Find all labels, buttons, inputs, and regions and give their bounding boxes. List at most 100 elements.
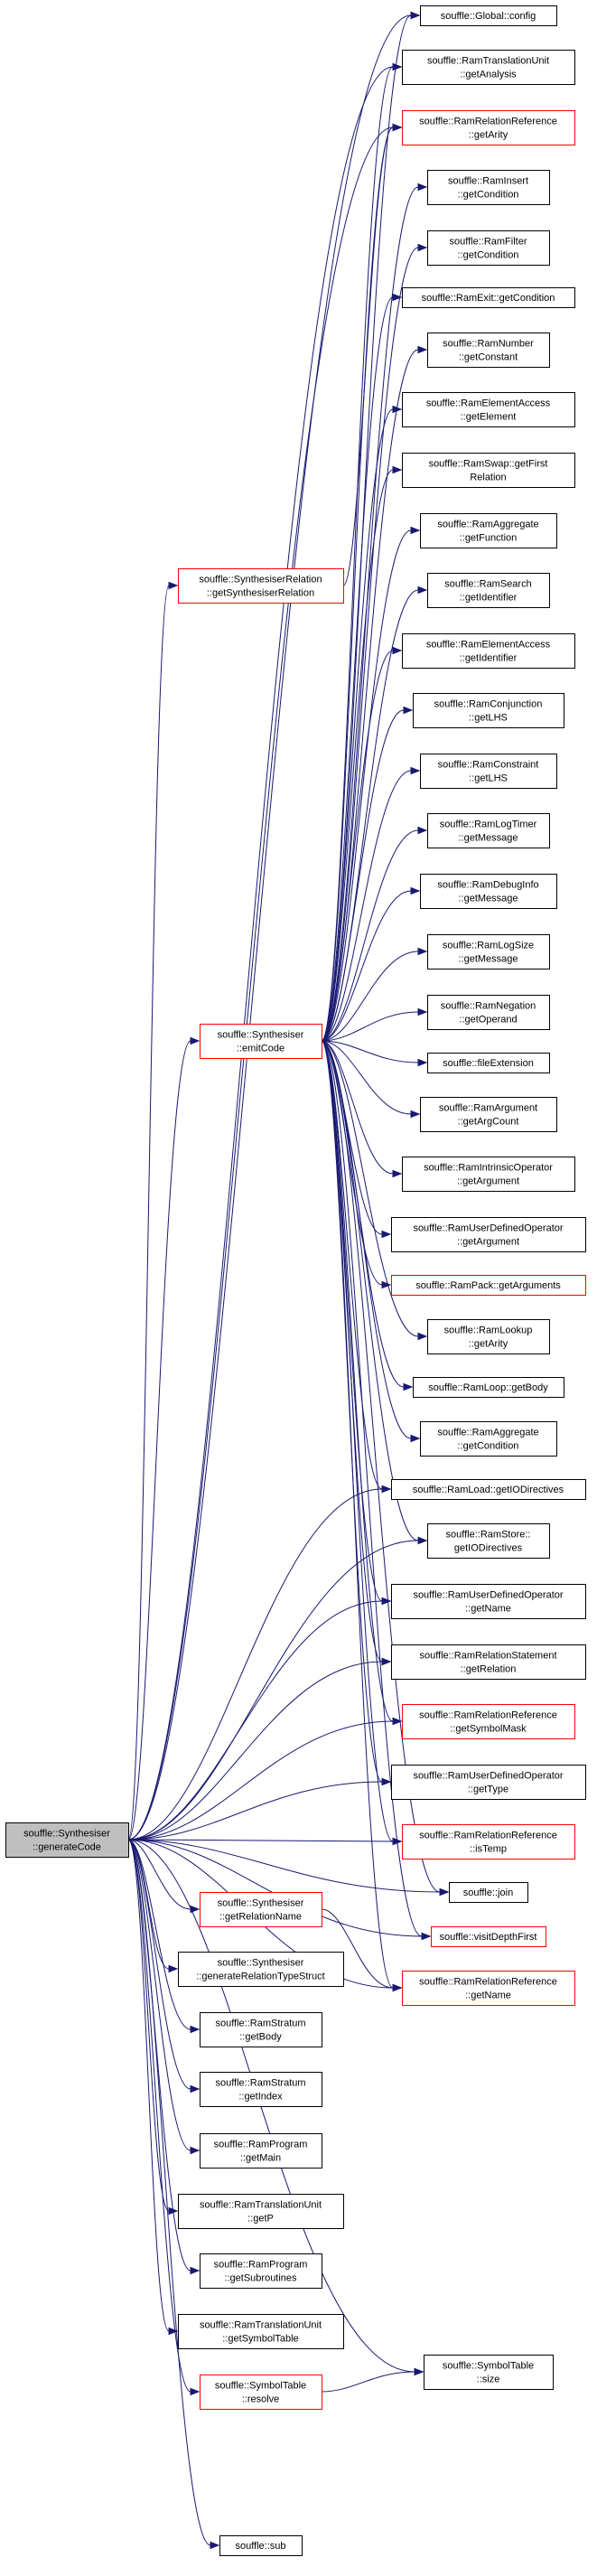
node-tusym[interactable]: souffle::RamTranslationUnit::getSymbolTa… [178,2314,344,2349]
edge-gen-to-tuanalysis [127,62,403,1841]
node-box [420,874,557,909]
edge-gen-to-rristemp [127,1837,403,1846]
node-box [391,1479,586,1500]
node-emit[interactable]: souffle::Synthesiser::emitCode [200,1024,322,1059]
node-label-line: ::getMessage [458,833,518,844]
edge-emit-to-conjlhs [321,706,414,1042]
node-argcount[interactable]: souffle::RamArgument::getArgCount [420,1097,557,1132]
node-gconfig[interactable]: souffle::Global::config [420,5,557,26]
node-loadio[interactable]: souffle::RamLoad::getIODirectives [391,1479,586,1500]
edge-emit-to-debugmsg [321,886,421,1042]
node-label-line: souffle::RamDebugInfo [437,880,538,891]
node-box [402,1704,575,1739]
node-label-line: souffle::RamConstraint [438,760,539,771]
node-box [420,754,557,789]
node-tugetp[interactable]: souffle::RamTranslationUnit::getP [178,2194,344,2229]
node-filtcond[interactable]: souffle::RamFilter::getCondition [427,230,550,266]
node-genreltype[interactable]: souffle::Synthesiser::generateRelationTy… [178,1952,344,1987]
node-label-line: souffle::RamArgument [439,1103,537,1114]
node-label-line: ::resolve [242,2394,280,2405]
node-symsize[interactable]: souffle::SymbolTable::size [424,2355,554,2390]
node-sub[interactable]: souffle::sub [219,2535,303,2556]
node-logsizemsg[interactable]: souffle::RamLogSize::getMessage [427,934,550,970]
node-tuanalysis[interactable]: souffle::RamTranslationUnit::getAnalysis [402,50,575,85]
node-box [178,1952,344,1987]
node-rrarity[interactable]: souffle::RamRelationReference::getArity [402,110,575,145]
node-label-line: souffle::RamAggregate [437,1428,538,1438]
node-box [402,1157,575,1192]
node-label-line: souffle::RamStore:: [446,1530,531,1541]
edge-emit-to-filtcond [321,243,428,1042]
edge-emit-to-logsizemsg [321,947,428,1042]
node-aggcond[interactable]: souffle::RamAggregate::getCondition [420,1421,557,1457]
node-strbody[interactable]: souffle::RamStratum::getBody [200,2012,322,2047]
node-packargs[interactable]: souffle::RamPack::getArguments [391,1275,586,1296]
node-rristemp[interactable]: souffle::RamRelationReference::isTemp [402,1824,575,1859]
node-label-line: ::getLHS [469,713,508,724]
node-debugmsg[interactable]: souffle::RamDebugInfo::getMessage [420,874,557,909]
node-label-line: ::getMessage [458,894,518,904]
edge-gen-to-symresolve [127,1839,201,2396]
node-join[interactable]: souffle::join [449,1882,528,1903]
node-progsub[interactable]: souffle::RamProgram::getSubroutines [200,2253,322,2289]
node-label-line: ::getArgCount [458,1117,519,1128]
node-label-line: ::emitCode [237,1044,285,1054]
node-visitdf[interactable]: souffle::visitDepthFirst [431,1926,546,1947]
node-intrinarg[interactable]: souffle::RamIntrinsicOperator::getArgume… [402,1157,575,1192]
edge-emit-to-exitcond [321,293,403,1042]
node-box [413,1377,564,1398]
node-udotype[interactable]: souffle::RamUserDefinedOperator::getType [391,1765,586,1800]
edge-emit-to-packargs [321,1040,392,1289]
node-rsrel[interactable]: souffle::RamRelationStatement::getRelati… [391,1644,586,1680]
node-label-line: ::getFunction [460,533,518,544]
node-loopbody[interactable]: souffle::RamLoop::getBody [413,1377,564,1398]
node-getrelname[interactable]: souffle::Synthesiser::getRelationName [200,1892,322,1927]
node-box [427,1319,550,1354]
node-rrname[interactable]: souffle::RamRelationReference::getName [402,1971,575,2006]
edge-emit-to-gconfig [321,11,421,1042]
node-constrlhs[interactable]: souffle::RamConstraint::getLHS [420,754,557,789]
node-label-line: ::getIndex [238,2092,283,2103]
node-progmain[interactable]: souffle::RamProgram::getMain [200,2133,322,2169]
node-label-line: souffle::RamLookup [444,1325,533,1336]
node-label-line: souffle::RamNumber [443,339,534,350]
node-storeio[interactable]: souffle::RamStore::getIODirectives [427,1523,550,1559]
node-exitcond[interactable]: souffle::RamExit::getCondition [402,287,575,308]
node-udoname[interactable]: souffle::RamUserDefinedOperator::getName [391,1584,586,1619]
edge-emit-to-loopbody [321,1040,414,1391]
node-label-line: souffle::Synthesiser [218,1958,304,1969]
edge-emit-to-elemelem [321,405,403,1042]
node-box [427,1523,550,1559]
node-numconst[interactable]: souffle::RamNumber::getConstant [427,333,550,368]
node-aggfunc[interactable]: souffle::RamAggregate::getFunction [420,513,557,548]
node-label-line: souffle::SymbolTable [443,2361,534,2372]
node-label-line: ::getName [465,1991,511,2001]
node-label-line: ::generateCode [33,1842,101,1853]
node-label-line: ::getCondition [458,1441,519,1452]
node-box [178,2194,344,2229]
node-timermsg[interactable]: souffle::RamLogTimer::getMessage [427,813,550,848]
node-conjlhs[interactable]: souffle::RamConjunction::getLHS [413,693,564,728]
node-getsynrel[interactable]: souffle::SynthesiserRelation::getSynthes… [178,568,344,604]
edge-gen-to-getrelname [127,1839,201,1914]
node-searchid[interactable]: souffle::RamSearch::getIdentifier [427,573,550,608]
node-inscond[interactable]: souffle::RamInsert::getCondition [427,170,550,205]
node-label-line: souffle::RamProgram [214,2260,308,2271]
edge-gen-to-tusym [127,1839,179,2336]
node-strindex[interactable]: souffle::RamStratum::getIndex [200,2072,322,2107]
node-gen[interactable]: souffle::Synthesiser::generateCode [5,1822,129,1858]
node-fileext[interactable]: souffle::fileExtension [427,1053,550,1073]
edge-emit-to-udoname [321,1040,392,1606]
node-rrsymmask[interactable]: souffle::RamRelationReference::getSymbol… [402,1704,575,1739]
node-box [402,453,575,488]
node-label-line: souffle::RamTranslationUnit [200,2320,322,2331]
node-elemelem[interactable]: souffle::RamElementAccess::getElement [402,392,575,427]
node-symresolve[interactable]: souffle::SymbolTable::resolve [200,2375,322,2410]
node-elemid[interactable]: souffle::RamElementAccess::getIdentifier [402,633,575,669]
node-udoarg[interactable]: souffle::RamUserDefinedOperator::getArgu… [391,1217,586,1252]
node-negop[interactable]: souffle::RamNegation::getOperand [427,995,550,1030]
node-label-line: souffle::RamNegation [441,1001,536,1012]
node-lookuparity[interactable]: souffle::RamLookup::getArity [427,1319,550,1354]
edge-symresolve-to-symsize [321,2367,424,2393]
